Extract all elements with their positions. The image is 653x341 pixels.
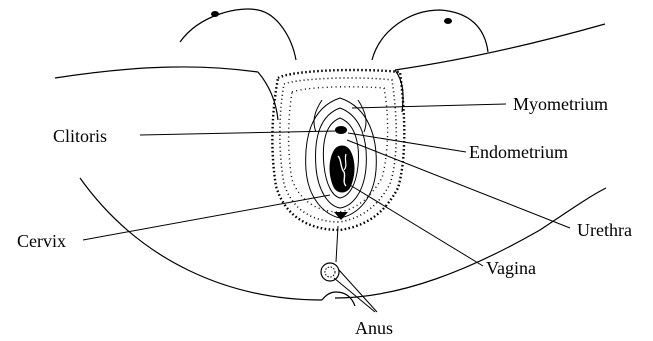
- cervix-leader: [83, 195, 330, 240]
- clitoris-mark: [335, 126, 347, 134]
- label-anus: Anus: [355, 318, 393, 338]
- perineum-line: [336, 226, 338, 262]
- vagina-leader: [345, 182, 483, 266]
- skin-marks: [211, 11, 452, 24]
- label-endometrium: Endometrium: [469, 142, 568, 162]
- clitoris-leader: [140, 131, 336, 135]
- anus-leader-right: [339, 270, 377, 312]
- label-urethra: Urethra: [577, 220, 632, 240]
- label-clitoris: Clitoris: [53, 126, 107, 146]
- label-cervix: Cervix: [17, 231, 66, 251]
- label-vagina: Vagina: [486, 258, 536, 278]
- anus-mark: [321, 263, 339, 281]
- label-myometrium: Myometrium: [513, 94, 608, 114]
- myometrium-leader: [352, 104, 506, 108]
